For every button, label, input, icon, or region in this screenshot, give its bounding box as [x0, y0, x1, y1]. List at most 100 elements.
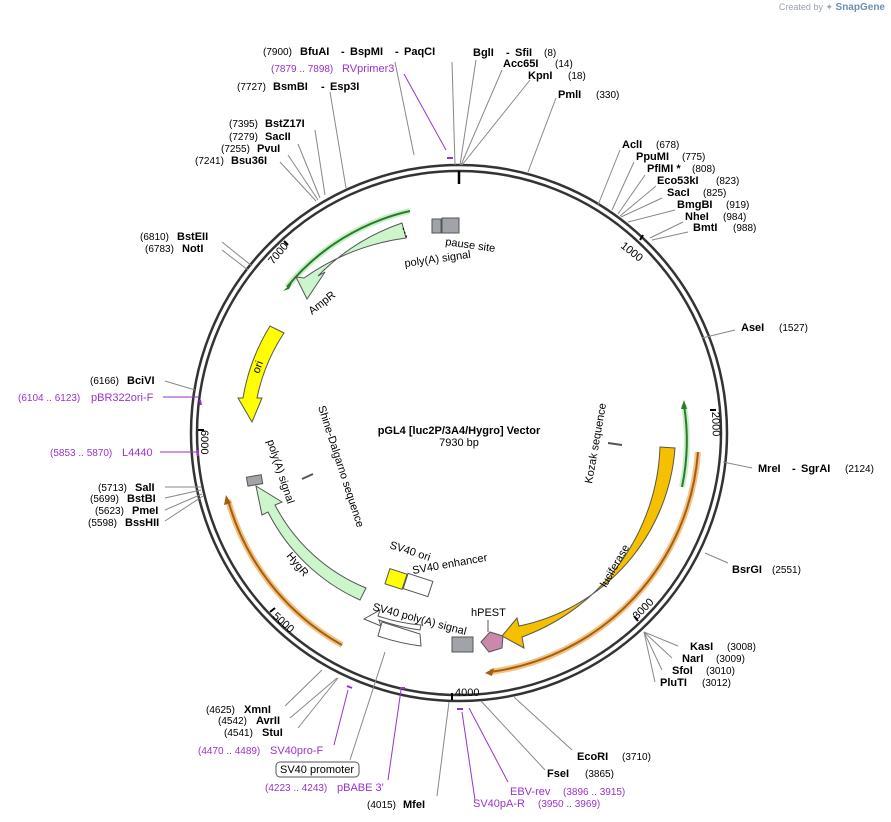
primer-pos-sv40pro: (4470 .. 4489): [198, 746, 260, 757]
site-pos-bsu36i: (7241): [195, 156, 224, 167]
site-name-bgli: BglI: [473, 47, 494, 59]
primer-labels: (7879 .. 7898) RVprimer3 (6104 .. 6123) …: [18, 63, 625, 810]
hpest-feature: hPEST: [471, 607, 506, 653]
kozak-feature: Kozak sequence: [583, 402, 623, 485]
site-name-eco53ki: Eco53kI: [657, 175, 699, 187]
plasmid-length: 7930 bp: [439, 437, 479, 449]
tick-mark-1000: [639, 234, 644, 241]
site-pos-bstz17i: (7395): [229, 119, 258, 130]
site-name-nari: NarI: [682, 653, 703, 665]
ori-arrow: ori: [237, 325, 285, 424]
site-name-pluti: PluTI: [660, 677, 687, 689]
site-name-sfii-dash: -: [506, 47, 510, 59]
site-pos-asei: (1527): [779, 323, 808, 334]
site-name-pmli: PmlI: [558, 89, 581, 101]
primer-pos-l4440: (5853 .. 5870): [50, 448, 112, 459]
sv40-polya-box: [451, 636, 474, 653]
site-name-xmni: XmnI: [244, 704, 271, 716]
primer-name-rvprimer3: RVprimer3: [342, 63, 394, 75]
site-name-ppumi: PpuMI: [636, 151, 669, 163]
site-pos-bsmbi: (7727): [237, 82, 266, 93]
primer-markers: [160, 73, 509, 801]
site-pos-pluti: (3012): [702, 678, 731, 689]
feature-label-kozak: Kozak sequence: [583, 402, 609, 484]
site-pos-sfoi: (3010): [706, 666, 735, 677]
tick-label-4000: 4000: [455, 687, 479, 699]
site-pos-bmti: (988): [733, 223, 756, 234]
site-name-bfuai: BfuAI: [300, 46, 329, 58]
primer-name-l4440: L4440: [122, 447, 153, 459]
site-labels: (7900) BfuAI - BspMI - PaqCI BglI - SfiI…: [88, 46, 874, 811]
ampr-arrow: AmpR: [295, 222, 408, 317]
site-name-saci: SacI: [667, 187, 690, 199]
site-name-sacii: SacII: [265, 131, 291, 143]
site-name-noti: NotI: [182, 243, 203, 255]
primer-pos-ebv-rev: (3896 .. 3915): [563, 787, 625, 798]
plasmid-title: pGL4 [luc2P/3A4/Hygro] Vector: [378, 425, 541, 437]
site-pos-kasi: (3008): [727, 642, 756, 653]
site-pos-saci: (825): [703, 188, 726, 199]
site-name-bcivi: BciVI: [127, 375, 155, 387]
site-name-esp3i-dash: -: [321, 81, 325, 93]
pause-site-feature: pause site poly(A) signal: [404, 217, 496, 270]
site-pos-avrii: (4542): [218, 716, 247, 727]
site-pos-bstbi: (5699): [90, 494, 119, 505]
primer-name-pbabe3: pBABE 3': [337, 782, 384, 794]
site-pos-bsshii: (5598): [88, 518, 117, 529]
site-name-ecori: EcoRI: [577, 751, 608, 763]
site-name-asei: AseI: [741, 322, 764, 334]
sv40-ori-feature: SV40 ori SV40 enhancer: [384, 539, 489, 598]
primer-name-sv40pa-r: SV40pA-R: [473, 798, 525, 810]
site-name-bsteii: BstEII: [177, 231, 208, 243]
feature-label-luciferase: luciferase: [598, 543, 632, 590]
site-name-sali: SalI: [135, 482, 155, 494]
snapgene-credit: Created by ✦ SnapGene: [779, 2, 885, 13]
site-pos-pvui: (7255): [221, 144, 250, 155]
site-name-avrii: AvrII: [256, 715, 280, 727]
tick-label-6000: 6000: [198, 430, 210, 454]
orange-arc-right: [485, 451, 701, 676]
site-pos-stui: (4541): [224, 728, 253, 739]
site-name-bsshii: BssHII: [125, 517, 159, 529]
site-pos-bsteii: (6810): [140, 232, 169, 243]
site-pos-pmli: (330): [596, 90, 619, 101]
tick-mark-7000: [283, 240, 289, 246]
site-name-acli: AclI: [622, 139, 642, 151]
site-pos-pmei: (5623): [95, 506, 124, 517]
primer-pos-sv40pa-r: (3950 .. 3969): [538, 799, 600, 810]
site-name-pvui: PvuI: [257, 143, 280, 155]
site-pos-mfei: (4015): [367, 800, 396, 811]
site-pos-ecori: (3710): [622, 752, 651, 763]
orf-arc-ampr: [283, 208, 411, 291]
site-name-bmti: BmtI: [693, 222, 717, 234]
orf-arc-luciferase-frame: [679, 400, 690, 488]
site-name-mfei: MfeI: [403, 799, 425, 811]
credit-brand: SnapGene: [835, 2, 885, 13]
site-name-paqci: PaqCI: [404, 46, 435, 58]
site-name-bspmi-text: BspMI: [350, 46, 383, 58]
site-name-bstz17i: BstZ17I: [265, 118, 305, 130]
feature-label-sv40-ori: SV40 ori: [388, 539, 432, 563]
shine-dalgarno-feature: Shine-Dalgarno sequence: [301, 404, 366, 529]
site-name-sfoi: SfoI: [672, 665, 693, 677]
tick-label-2000: 2000: [709, 412, 722, 437]
site-name-mrei: MreI: [758, 463, 781, 475]
primer-name-pbr322ori: pBR322ori-F: [91, 392, 154, 404]
site-name-paqci-dash: -: [395, 46, 399, 58]
site-pos-acc65i: (14): [555, 59, 573, 70]
site-name-bspmi: -: [341, 46, 345, 58]
site-name-sfii: SfiI: [515, 47, 532, 59]
site-name-bmgbi: BmgBI: [677, 199, 712, 211]
orange-arc-left: [224, 495, 344, 648]
site-pos-pflmi: (808): [692, 164, 715, 175]
primer-name-sv40pro: SV40pro-F: [270, 745, 323, 757]
site-pos-sfii: (8): [544, 48, 556, 59]
site-name-bstbi: BstBI: [127, 493, 156, 505]
site-name-stui: StuI: [262, 727, 283, 739]
site-pos-bcivi: (6166): [90, 376, 119, 387]
credit-prefix: Created by: [778, 2, 823, 12]
site-connectors: [164, 59, 753, 797]
feature-label-hpest: hPEST: [471, 607, 506, 619]
site-pos-sali: (5713): [98, 483, 127, 494]
tick-mark-3000: [633, 615, 639, 622]
